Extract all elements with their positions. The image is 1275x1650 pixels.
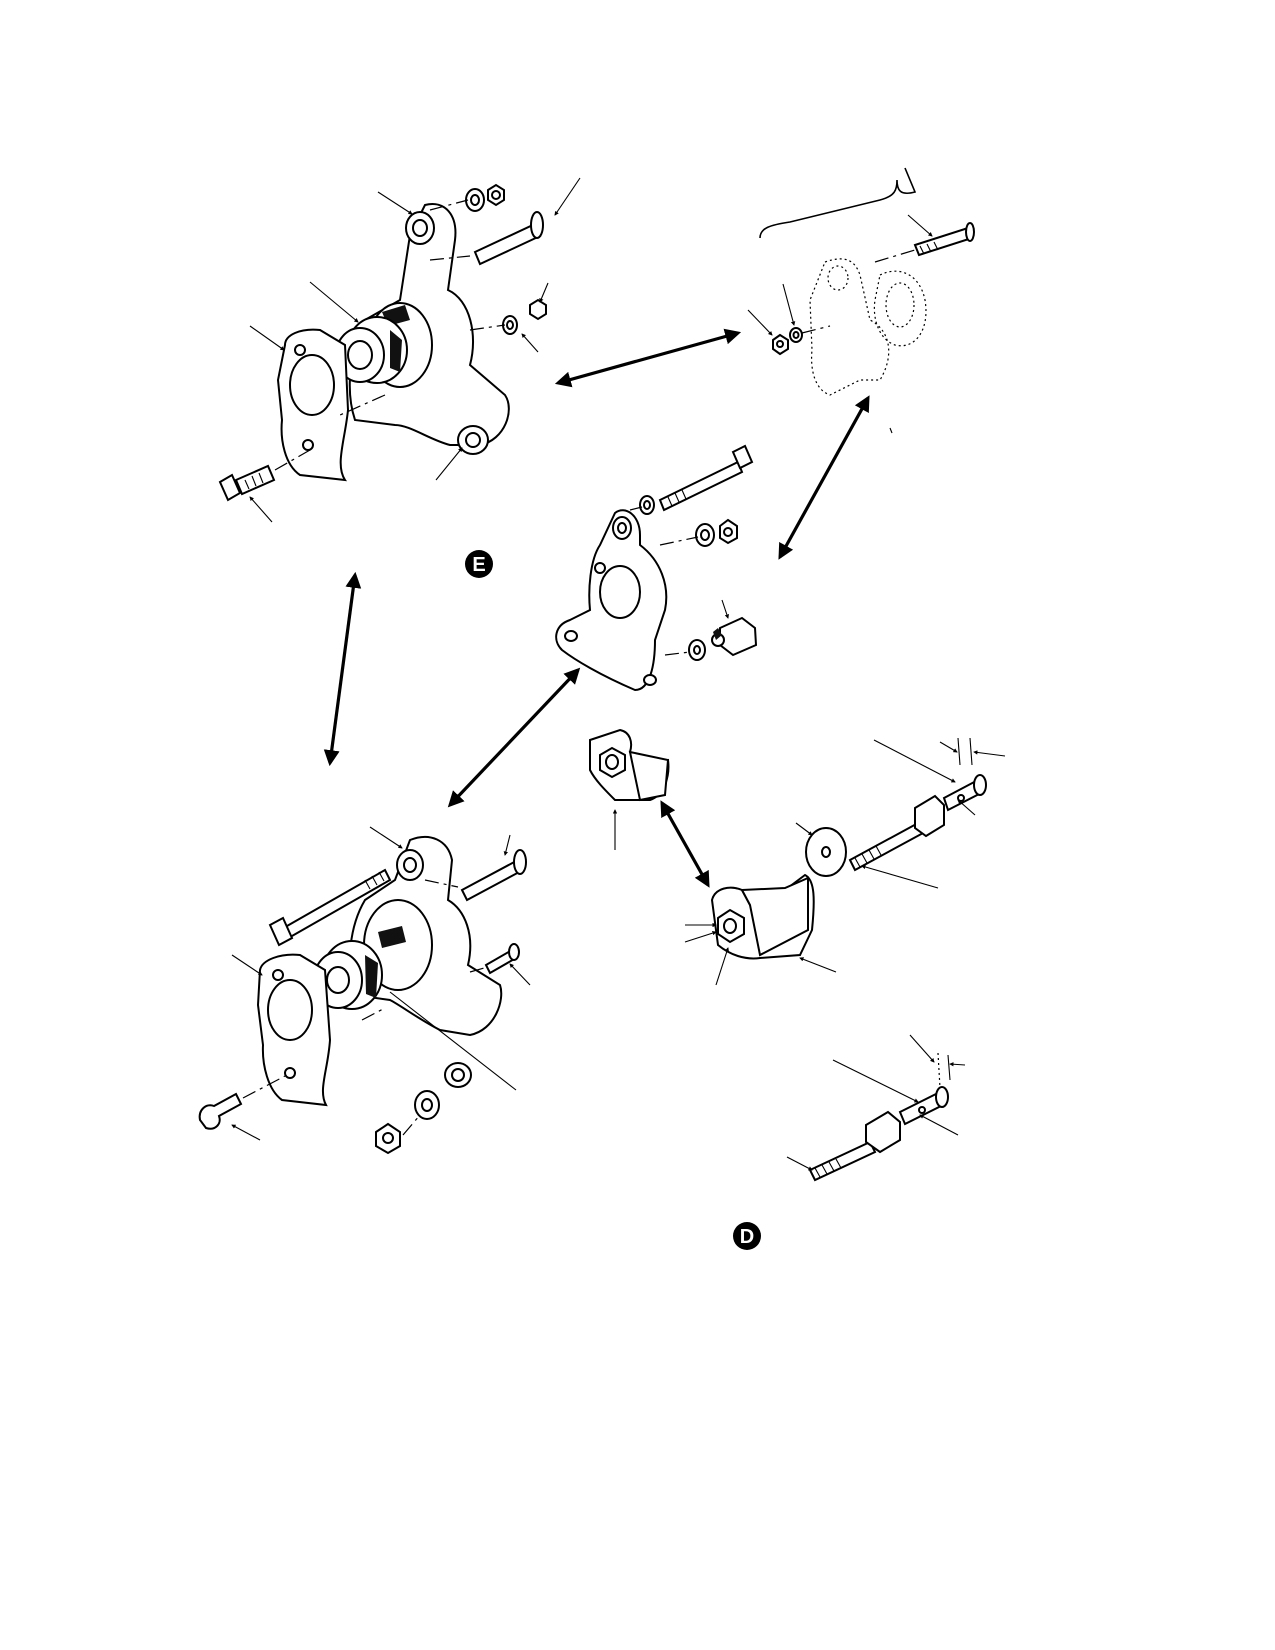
callout-d-label: D (740, 1226, 754, 1248)
callout-badge-d: D (733, 1222, 761, 1250)
arrow-bracket-link (660, 800, 710, 888)
upper-right-bracket-assembly (747, 167, 975, 434)
upper-left-bracket-assembly (218, 177, 581, 523)
center-bracket-assembly (555, 444, 758, 692)
callout-badge-e: E (465, 550, 493, 578)
lower-left-bracket-assembly (198, 826, 531, 1155)
arrow-upper-link (554, 328, 742, 388)
callout-e-label: E (472, 554, 485, 576)
arrow-center-link (447, 667, 581, 808)
lower-right-hardware (589, 728, 1006, 1182)
relationship-arrows (323, 328, 870, 888)
arrow-left-link (323, 571, 362, 767)
arrow-right-link (778, 395, 870, 560)
